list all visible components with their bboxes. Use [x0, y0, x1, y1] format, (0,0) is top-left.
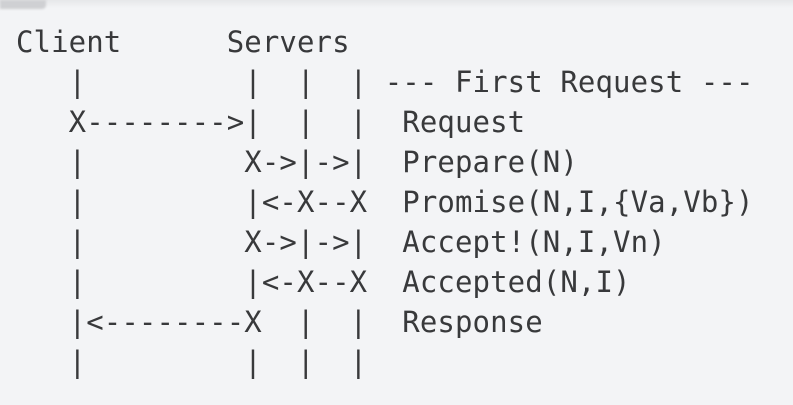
paxos-sequence-diagram: Client Servers | | | | --- First Request…	[16, 22, 754, 382]
diagram-line-request: X-------->| | | Request	[16, 105, 526, 139]
diagram-line-response: |<--------X | | Response	[16, 305, 543, 339]
diagram-line-promise: | |<-X--X Promise(N,I,{Va,Vb})	[16, 185, 754, 219]
diagram-line-accepted: | |<-X--X Accepted(N,I)	[16, 265, 631, 299]
diagram-line-lifelines-top: | | | | --- First Request ---	[16, 65, 754, 99]
diagram-line-lifelines-bottom: | | | |	[16, 345, 368, 379]
top-left-video-artifact	[0, 0, 46, 9]
diagram-line-actor-headers: Client Servers	[16, 25, 350, 59]
top-edge-shading	[0, 0, 793, 8]
diagram-line-prepare: | X->|->| Prepare(N)	[16, 145, 578, 179]
diagram-line-accept: | X->|->| Accept!(N,I,Vn)	[16, 225, 666, 259]
